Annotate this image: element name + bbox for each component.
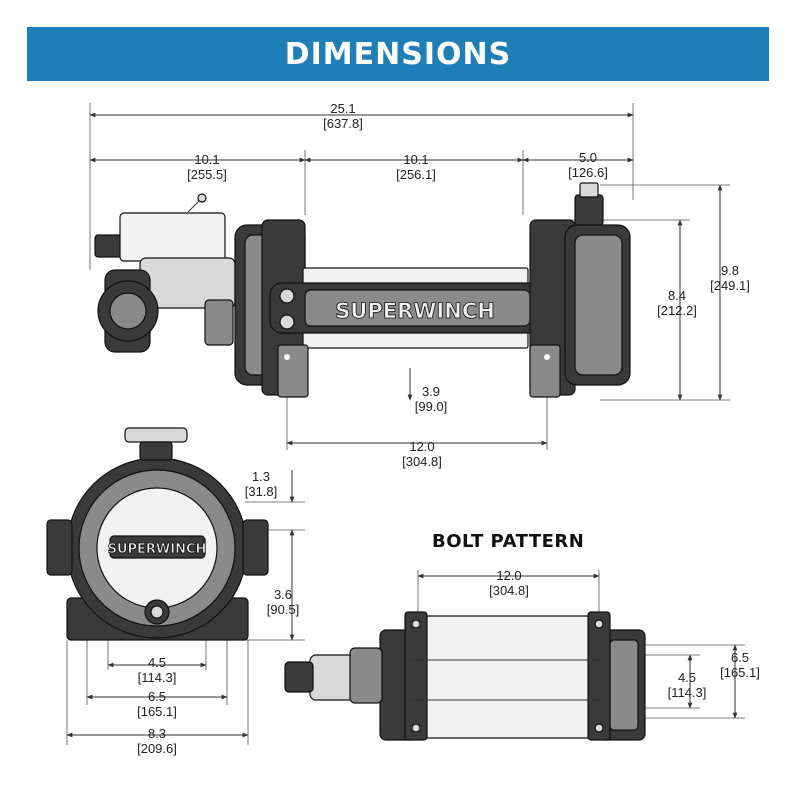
dim-base-to-center: 3.9[99.0] [414, 384, 448, 414]
brand-logo-side: SUPERWINCH [335, 299, 495, 323]
header-banner: DIMENSIONS [27, 27, 769, 81]
dim-bolt-inner-width: 4.5[114.3] [667, 670, 707, 700]
dim-bolt-length: 12.0[304.8] [489, 568, 529, 598]
side-view-drawing: SUPERWINCH [89, 103, 730, 450]
dim-bolt-width-outer: 6.5[165.1] [137, 689, 177, 719]
dim-overall-width: 8.3[209.6] [137, 726, 177, 756]
end-view-drawing: SUPERWINCH [46, 427, 305, 745]
dim-side-height: 3.6[90.5] [266, 587, 300, 617]
dim-bolt-outer-width: 6.5[165.1] [720, 650, 760, 680]
dim-end-offset: 5.0[126.6] [568, 150, 608, 180]
dim-drum-length: 10.1[256.1] [396, 152, 436, 182]
dim-overall-length: 25.1[637.8] [323, 101, 363, 131]
page-title: DIMENSIONS [284, 36, 512, 72]
dim-motor-to-drum: 10.1[255.5] [187, 152, 227, 182]
dim-mount-spacing: 12.0[304.8] [402, 439, 442, 469]
brand-logo-end: SUPERWINCH [108, 542, 207, 557]
dim-bolt-width-inner: 4.5[114.3] [137, 655, 177, 685]
dim-top-offset: 1.3[31.8] [244, 469, 278, 499]
bolt-pattern-drawing [284, 570, 745, 741]
bolt-pattern-title: BOLT PATTERN [432, 531, 585, 552]
dim-overall-height: 9.8[249.1] [710, 263, 750, 293]
dim-drum-flange-height: 8.4[212.2] [657, 288, 697, 318]
